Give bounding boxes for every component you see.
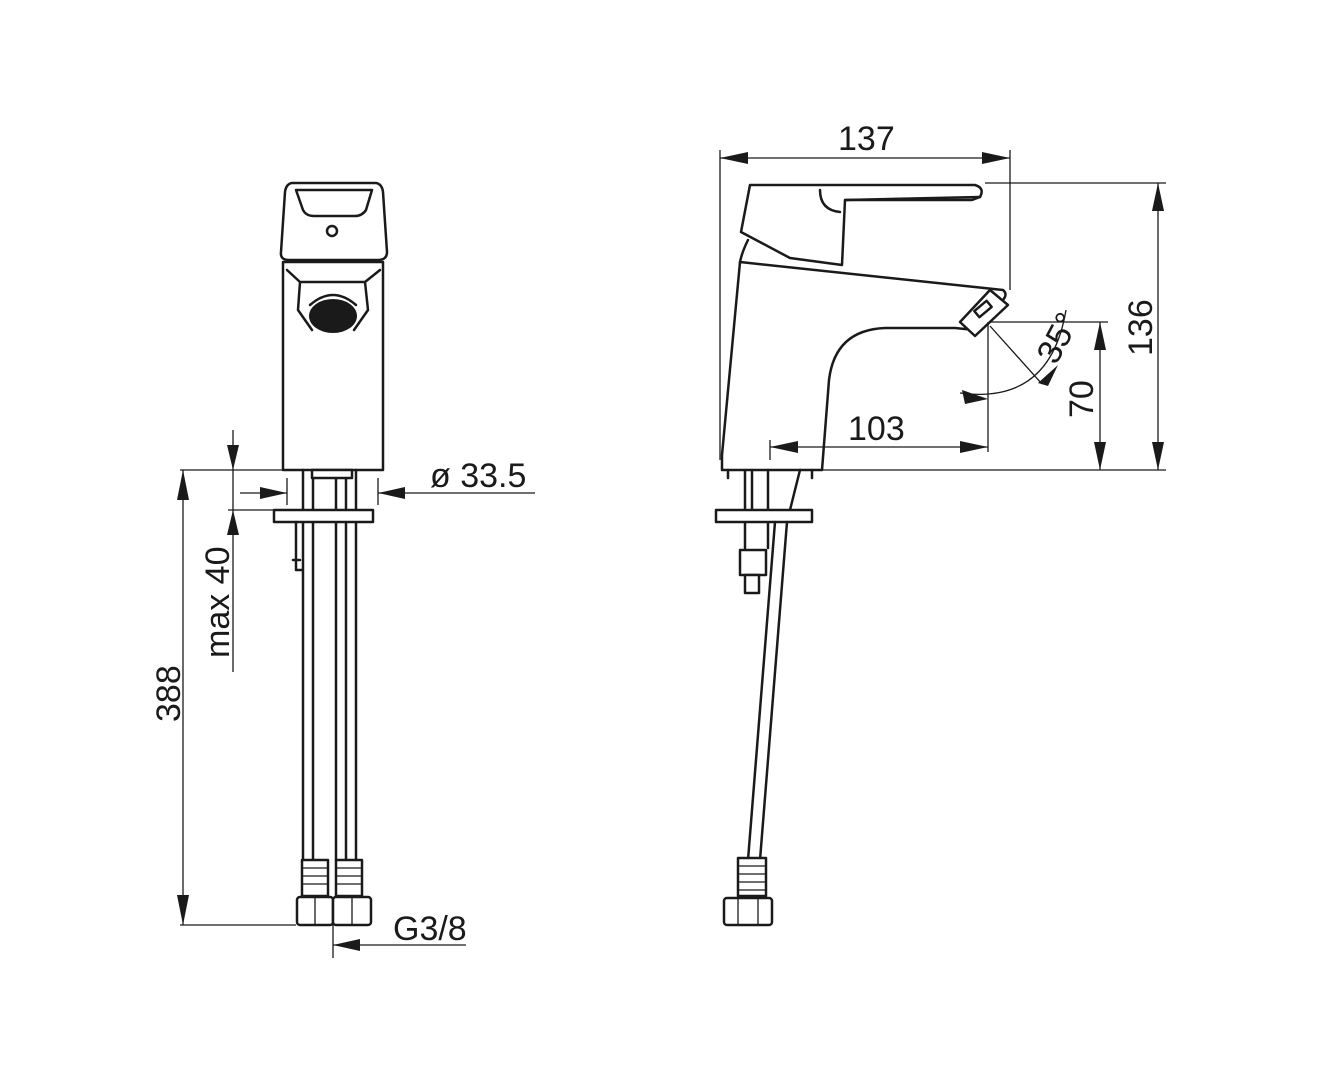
front-nuts: [295, 858, 373, 927]
front-handle-cap: [279, 181, 389, 262]
front-view: [272, 181, 389, 927]
front-hose-left: [301, 468, 315, 862]
dim-388: 388: [150, 665, 188, 722]
front-shank: [310, 468, 354, 480]
side-hose: [746, 520, 789, 862]
side-body: [720, 260, 1007, 472]
dim-136: 136: [1122, 299, 1160, 356]
front-handle-hole: [325, 224, 339, 238]
dim-max-40: max 40: [199, 547, 237, 659]
dim-diameter: ø 33.5: [430, 457, 526, 495]
dim-35-degrees: 35°: [1030, 307, 1088, 370]
front-hose-right: [334, 468, 358, 862]
front-dimensions: 388 max 40 ø 33.5 G3/8: [150, 430, 535, 958]
front-mounting-plate: [272, 508, 375, 524]
side-mounting-plate: [714, 508, 814, 524]
side-handle: [739, 183, 983, 267]
dim-70: 70: [1063, 380, 1101, 418]
side-nut: [722, 896, 774, 927]
front-spout-housing: [285, 268, 382, 332]
front-aerator: [309, 299, 357, 333]
dim-137: 137: [838, 120, 895, 158]
side-view: [714, 183, 1010, 927]
dim-g38: G3/8: [393, 910, 467, 948]
side-dimensions: 137 136 70 103 35°: [719, 120, 1166, 471]
dim-103: 103: [848, 410, 905, 448]
front-handle-slot: [294, 188, 374, 218]
